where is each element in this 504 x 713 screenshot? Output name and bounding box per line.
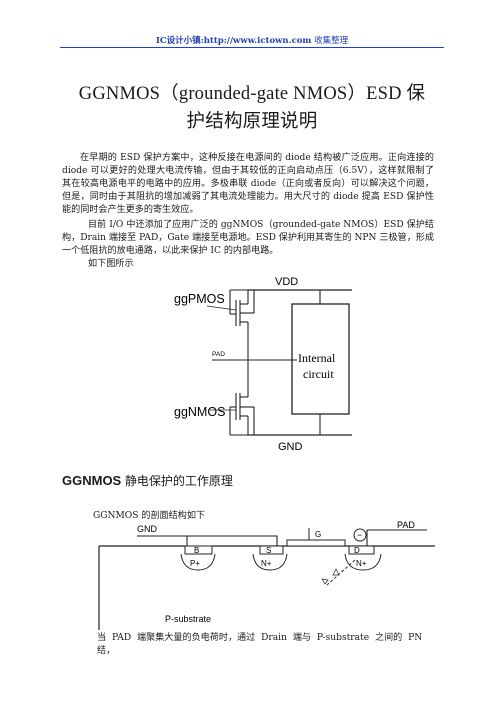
pmos-transistor [229, 289, 255, 357]
pmos-label: ggPMOS [174, 292, 225, 306]
pad-wire [366, 529, 427, 546]
doc-title-line2: 护结构原理说明 [186, 111, 318, 132]
gnd-terminal-label: GND [137, 524, 158, 534]
drain-contact [348, 545, 375, 555]
nplus-drain-label: N+ [356, 559, 367, 568]
header-note: 收集整理 [314, 36, 349, 46]
header-site[interactable]: IC设计小镇:http://www.ictown.com [155, 36, 312, 46]
section-title-en: GGNMOS [62, 473, 122, 488]
bulk-contact [184, 545, 213, 555]
paragraph-discharge: 当 PAD 端聚集大量的负电荷时，通过 Drain 端与 P-substrate… [97, 633, 423, 656]
gnd-label: GND [278, 441, 303, 452]
drain-label: D [354, 546, 360, 555]
cross-section-caption: GGNMOS 的剖面结构如下 [93, 511, 206, 521]
doc-title-line1: GGNMOS（grounded-gate NMOS）ESD 保 [78, 84, 426, 104]
page-header: IC设计小镇:http://www.ictown.com 收集整理 [0, 34, 504, 46]
pplus-label: P+ [190, 559, 200, 568]
paragraph-ggnmos: 目前 I/O 中还添加了应用广泛的 ggNMOS（grounded-gate N… [62, 220, 434, 257]
header-divider [60, 47, 444, 48]
nmos-label: ggNMOS [174, 405, 225, 419]
source-label: S [266, 546, 271, 555]
gnd-wire [137, 535, 278, 546]
bulk-label: B [194, 546, 199, 555]
paragraph-figure-caption: 如下图所示 [88, 259, 134, 269]
internal-label-2: circuit [303, 367, 334, 381]
section-title-cn: 静电保护的工作原理 [124, 474, 233, 488]
nmos-transistor [229, 380, 255, 436]
source-contact [259, 545, 284, 555]
pad-label: PAD [212, 351, 225, 358]
internal-label-1: Internal [298, 351, 336, 365]
section-heading: GGNMOS 静电保护的工作原理 [62, 472, 233, 489]
gate-poly [286, 539, 346, 547]
gate-label: G [315, 530, 321, 539]
pmos-pointer [206, 305, 237, 311]
esd-circuit-diagram: VDD GND ggPMOS PAD ggNMOS Inter [174, 276, 352, 452]
paragraph-intro: 在早期的 ESD 保护方案中，这种反接在电源间的 diode 结构被广泛应用。正… [62, 153, 434, 216]
nplus-source-label: N+ [261, 559, 272, 568]
ggnmos-cross-section-diagram: P-substrate GND B P+ S N+ G D N+ PAD − [98, 520, 435, 630]
substrate-label: P-substrate [165, 614, 211, 624]
negative-charge-sign: − [357, 530, 362, 540]
pad-terminal-label: PAD [397, 520, 415, 530]
vdd-label: VDD [275, 276, 298, 288]
discharge-path [326, 559, 356, 586]
negative-charge-icon [353, 528, 367, 542]
